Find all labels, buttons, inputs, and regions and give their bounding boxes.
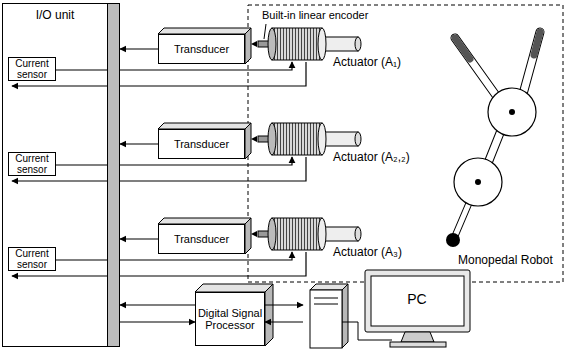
- leader-line: [264, 24, 266, 39]
- node-text: Current sensor: [9, 248, 55, 270]
- robot-label: Monopedal Robot: [458, 254, 553, 268]
- dsp-box: Digital Signal Processor: [195, 292, 265, 346]
- actuator-symbol: [12, 218, 361, 276]
- dsp-3d-faces: [195, 284, 273, 346]
- robot-figure: [446, 32, 540, 247]
- node-text: Transducer: [174, 138, 229, 150]
- current-sensor-box: Current sensor: [8, 57, 56, 81]
- connector-arrow: [120, 238, 158, 239]
- current-sensor-box: Current sensor: [8, 247, 56, 271]
- actuator-label: Actuator (A₁): [333, 56, 401, 70]
- transducer-box: Transducer: [158, 129, 245, 159]
- io-bus-bar: [107, 4, 119, 346]
- transducer-box: Transducer: [158, 34, 245, 64]
- connector-arrow: [120, 321, 195, 322]
- connector-arrow: [120, 143, 158, 144]
- actuator-symbol: [12, 28, 361, 86]
- node-text: Transducer: [174, 43, 229, 55]
- computer-figure: [310, 270, 470, 348]
- current-sensor-box: Current sensor: [8, 152, 56, 176]
- transducer-box: Transducer: [158, 224, 245, 254]
- node-text: Current sensor: [9, 153, 55, 175]
- actuator-label: Actuator (A₂,₂): [333, 151, 410, 165]
- actuator-label: Actuator (A₃): [333, 246, 402, 260]
- connector-arrow: [120, 304, 195, 305]
- part-label: Built-in linear encoder: [262, 9, 368, 22]
- node-text: I/O unit: [3, 4, 107, 22]
- node-text: Transducer: [174, 233, 229, 245]
- io-unit-box: Current sensorCurrent sensorCurrent sens…: [2, 3, 120, 347]
- node-text: Current sensor: [9, 58, 55, 80]
- node-text: Digital Signal Processor: [196, 307, 264, 331]
- actuator-symbol: [12, 123, 361, 181]
- connector-arrow: [265, 321, 303, 322]
- connector-arrow: [120, 48, 158, 49]
- connector-arrow: [265, 304, 303, 305]
- node-text: PC: [373, 292, 461, 307]
- pc-node: PC: [303, 268, 472, 350]
